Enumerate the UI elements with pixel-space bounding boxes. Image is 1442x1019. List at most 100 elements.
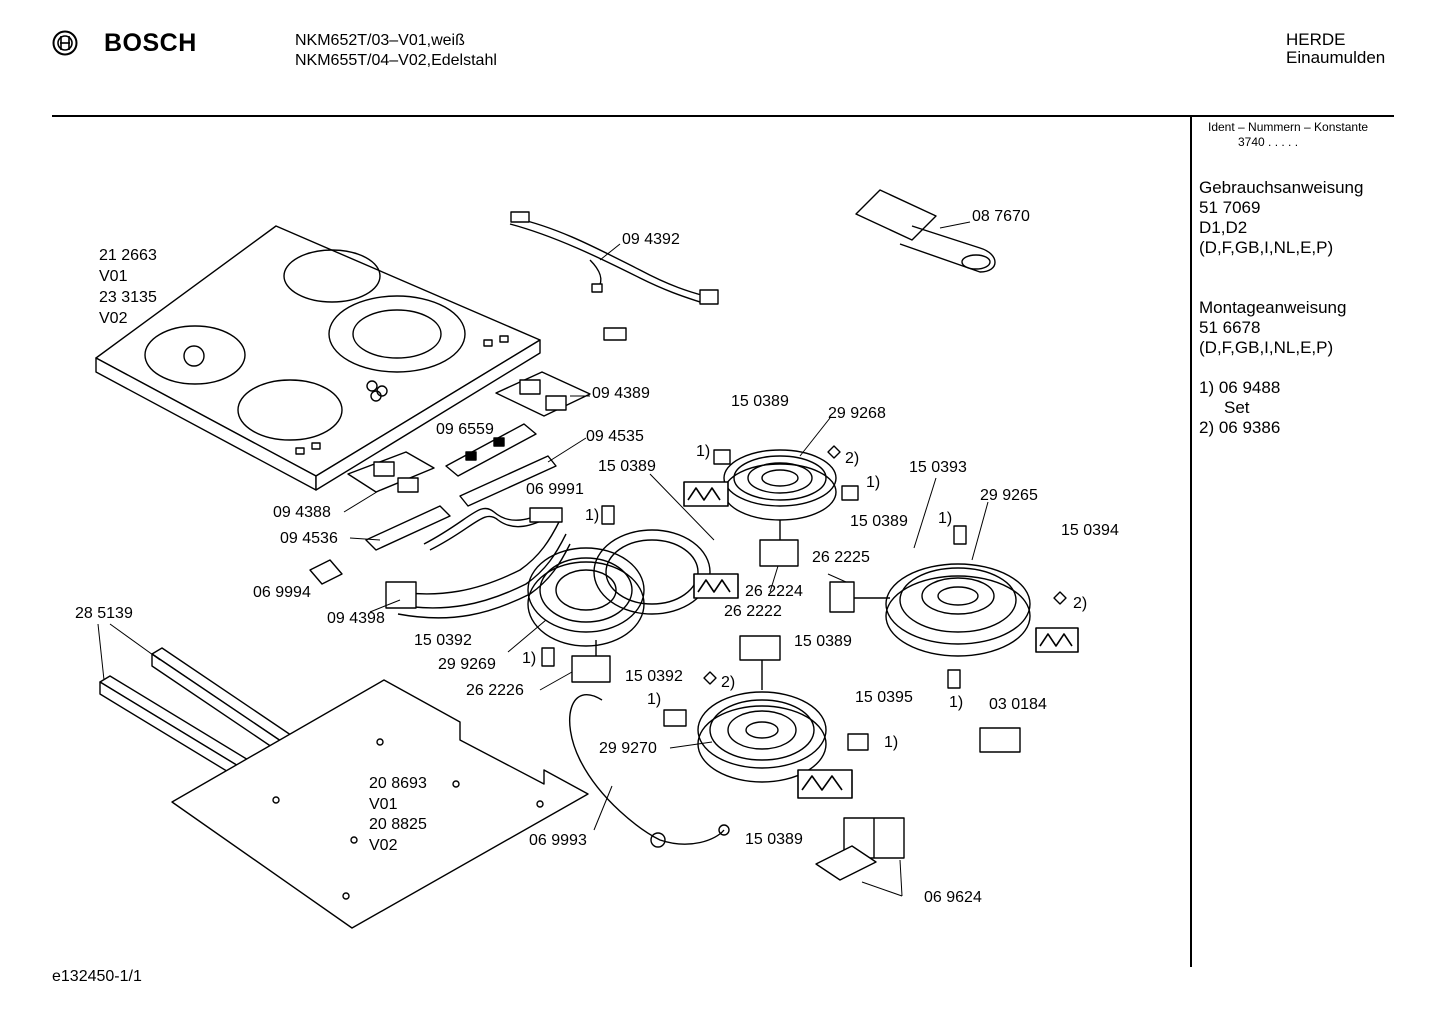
heating-element-299268 — [723, 449, 837, 540]
fastener-symbols — [541, 445, 1067, 751]
marker-label: 1) — [866, 474, 881, 491]
part-label: 06 9624 — [924, 889, 982, 906]
note-1-set: Set — [1224, 398, 1250, 417]
doc-line: 51 7069 — [1199, 198, 1261, 217]
limiter-262222 — [739, 635, 781, 661]
part-label: 15 0389 — [731, 393, 789, 410]
part-label: 26 2226 — [466, 682, 524, 699]
note-1: 1) 06 9488 — [1199, 378, 1281, 397]
doc-line: 51 6678 — [1199, 318, 1261, 337]
control-board-094388 — [347, 451, 435, 493]
part-label: 03 0184 — [989, 696, 1047, 713]
part-label: 15 0389 — [850, 513, 908, 530]
sidebar-divider — [1190, 115, 1192, 967]
clip-part — [603, 327, 627, 341]
doc-title-install: Montageanweisung — [1199, 298, 1347, 317]
ribbon-cable — [509, 211, 719, 305]
part-label: 15 0395 — [855, 689, 913, 706]
drawing-id: e132450-1/1 — [52, 968, 142, 985]
heating-element-299269 — [527, 529, 711, 660]
model-line-2: NKM655T/04–V02,Edelstahl — [295, 52, 497, 69]
marker-label: 1) — [938, 510, 953, 527]
brand-name: BOSCH — [104, 29, 197, 57]
part-label: 23 3135 — [99, 289, 157, 306]
scraper-tool — [855, 189, 996, 273]
heating-element-299265 — [885, 563, 1031, 657]
part-label: 09 4389 — [592, 385, 650, 402]
note-2: 2) 06 9386 — [1199, 418, 1281, 437]
ident-value: 3740 . . . . . — [1238, 135, 1299, 149]
marker-label: 1) — [696, 443, 711, 460]
part-label: 29 9265 — [980, 487, 1038, 504]
part-label: 29 9268 — [828, 405, 886, 422]
bottom-tray — [171, 679, 589, 929]
part-label: 09 4536 — [280, 530, 338, 547]
ident-label: Ident – Nummern – Konstante — [1208, 120, 1369, 134]
wire-harness-069991 — [385, 507, 571, 619]
marker-label: 1) — [884, 734, 899, 751]
cooktop-glass-panel — [95, 225, 541, 491]
model-line-1: NKM652T/03–V01,weiß — [295, 32, 465, 49]
part-label: 15 0392 — [625, 668, 683, 685]
part-label: 15 0389 — [794, 633, 852, 650]
part-label: 26 2222 — [724, 603, 782, 620]
part-label: 20 8825 — [369, 816, 427, 833]
part-label: 15 0393 — [909, 459, 967, 476]
part-label: 15 0389 — [598, 458, 656, 475]
category-line-1: HERDE — [1286, 30, 1346, 49]
part-label: 15 0392 — [414, 632, 472, 649]
part-label: 21 2663 — [99, 247, 157, 264]
terminal-069994 — [309, 559, 343, 585]
board-094536 — [365, 505, 451, 551]
part-label: 09 4535 — [586, 428, 644, 445]
part-label: 26 2224 — [745, 583, 803, 600]
marker-label: 1) — [647, 691, 662, 708]
marker-label: 2) — [1073, 595, 1088, 612]
part-label: V01 — [99, 268, 128, 285]
part-label: 09 4398 — [327, 610, 385, 627]
part-label: 09 4392 — [622, 231, 680, 248]
heating-element-299270 — [697, 650, 827, 783]
part-label: V01 — [369, 796, 398, 813]
part-label: 26 2225 — [812, 549, 870, 566]
part-label: 28 5139 — [75, 605, 133, 622]
terminal-block-030184 — [979, 727, 1021, 753]
part-label: 09 6559 — [436, 421, 494, 438]
part-label: 06 9993 — [529, 832, 587, 849]
limiter-262224 — [759, 539, 799, 567]
marker-label: 1) — [949, 694, 964, 711]
terminal-block-069624 — [815, 817, 905, 881]
category-line-2: Einaumulden — [1286, 48, 1386, 67]
doc-line: (D,F,GB,I,NL,E,P) — [1199, 238, 1334, 257]
control-board-094389 — [495, 371, 591, 417]
doc-line: D1,D2 — [1199, 218, 1248, 237]
sensor-wire — [569, 694, 725, 845]
part-label: 06 9994 — [253, 584, 311, 601]
part-label: V02 — [369, 837, 398, 854]
part-label: 20 8693 — [369, 775, 427, 792]
marker-label: 1) — [585, 507, 600, 524]
part-label: 09 4388 — [273, 504, 331, 521]
part-label: 06 9991 — [526, 481, 584, 498]
marker-label: 1) — [522, 650, 537, 667]
part-label: 15 0389 — [745, 831, 803, 848]
bosch-logo-icon — [52, 30, 78, 56]
doc-line: (D,F,GB,I,NL,E,P) — [1199, 338, 1334, 357]
marker-label: 2) — [845, 450, 860, 467]
leader-lines — [97, 221, 989, 897]
support-rails — [99, 647, 317, 791]
wave-symbol — [683, 481, 1079, 799]
limiter-262225 — [829, 581, 855, 613]
doc-title-usage: Gebrauchsanweisung — [1199, 178, 1364, 197]
board-094535 — [459, 455, 557, 507]
part-label: V02 — [99, 310, 128, 327]
display-board-096559 — [445, 423, 537, 477]
part-label: 15 0394 — [1061, 522, 1119, 539]
part-label: 29 9270 — [599, 740, 657, 757]
limiter-262226 — [571, 655, 611, 683]
header-divider — [52, 115, 1394, 117]
marker-label: 2) — [721, 674, 736, 691]
part-label: 08 7670 — [972, 208, 1030, 225]
part-label: 29 9269 — [438, 656, 496, 673]
